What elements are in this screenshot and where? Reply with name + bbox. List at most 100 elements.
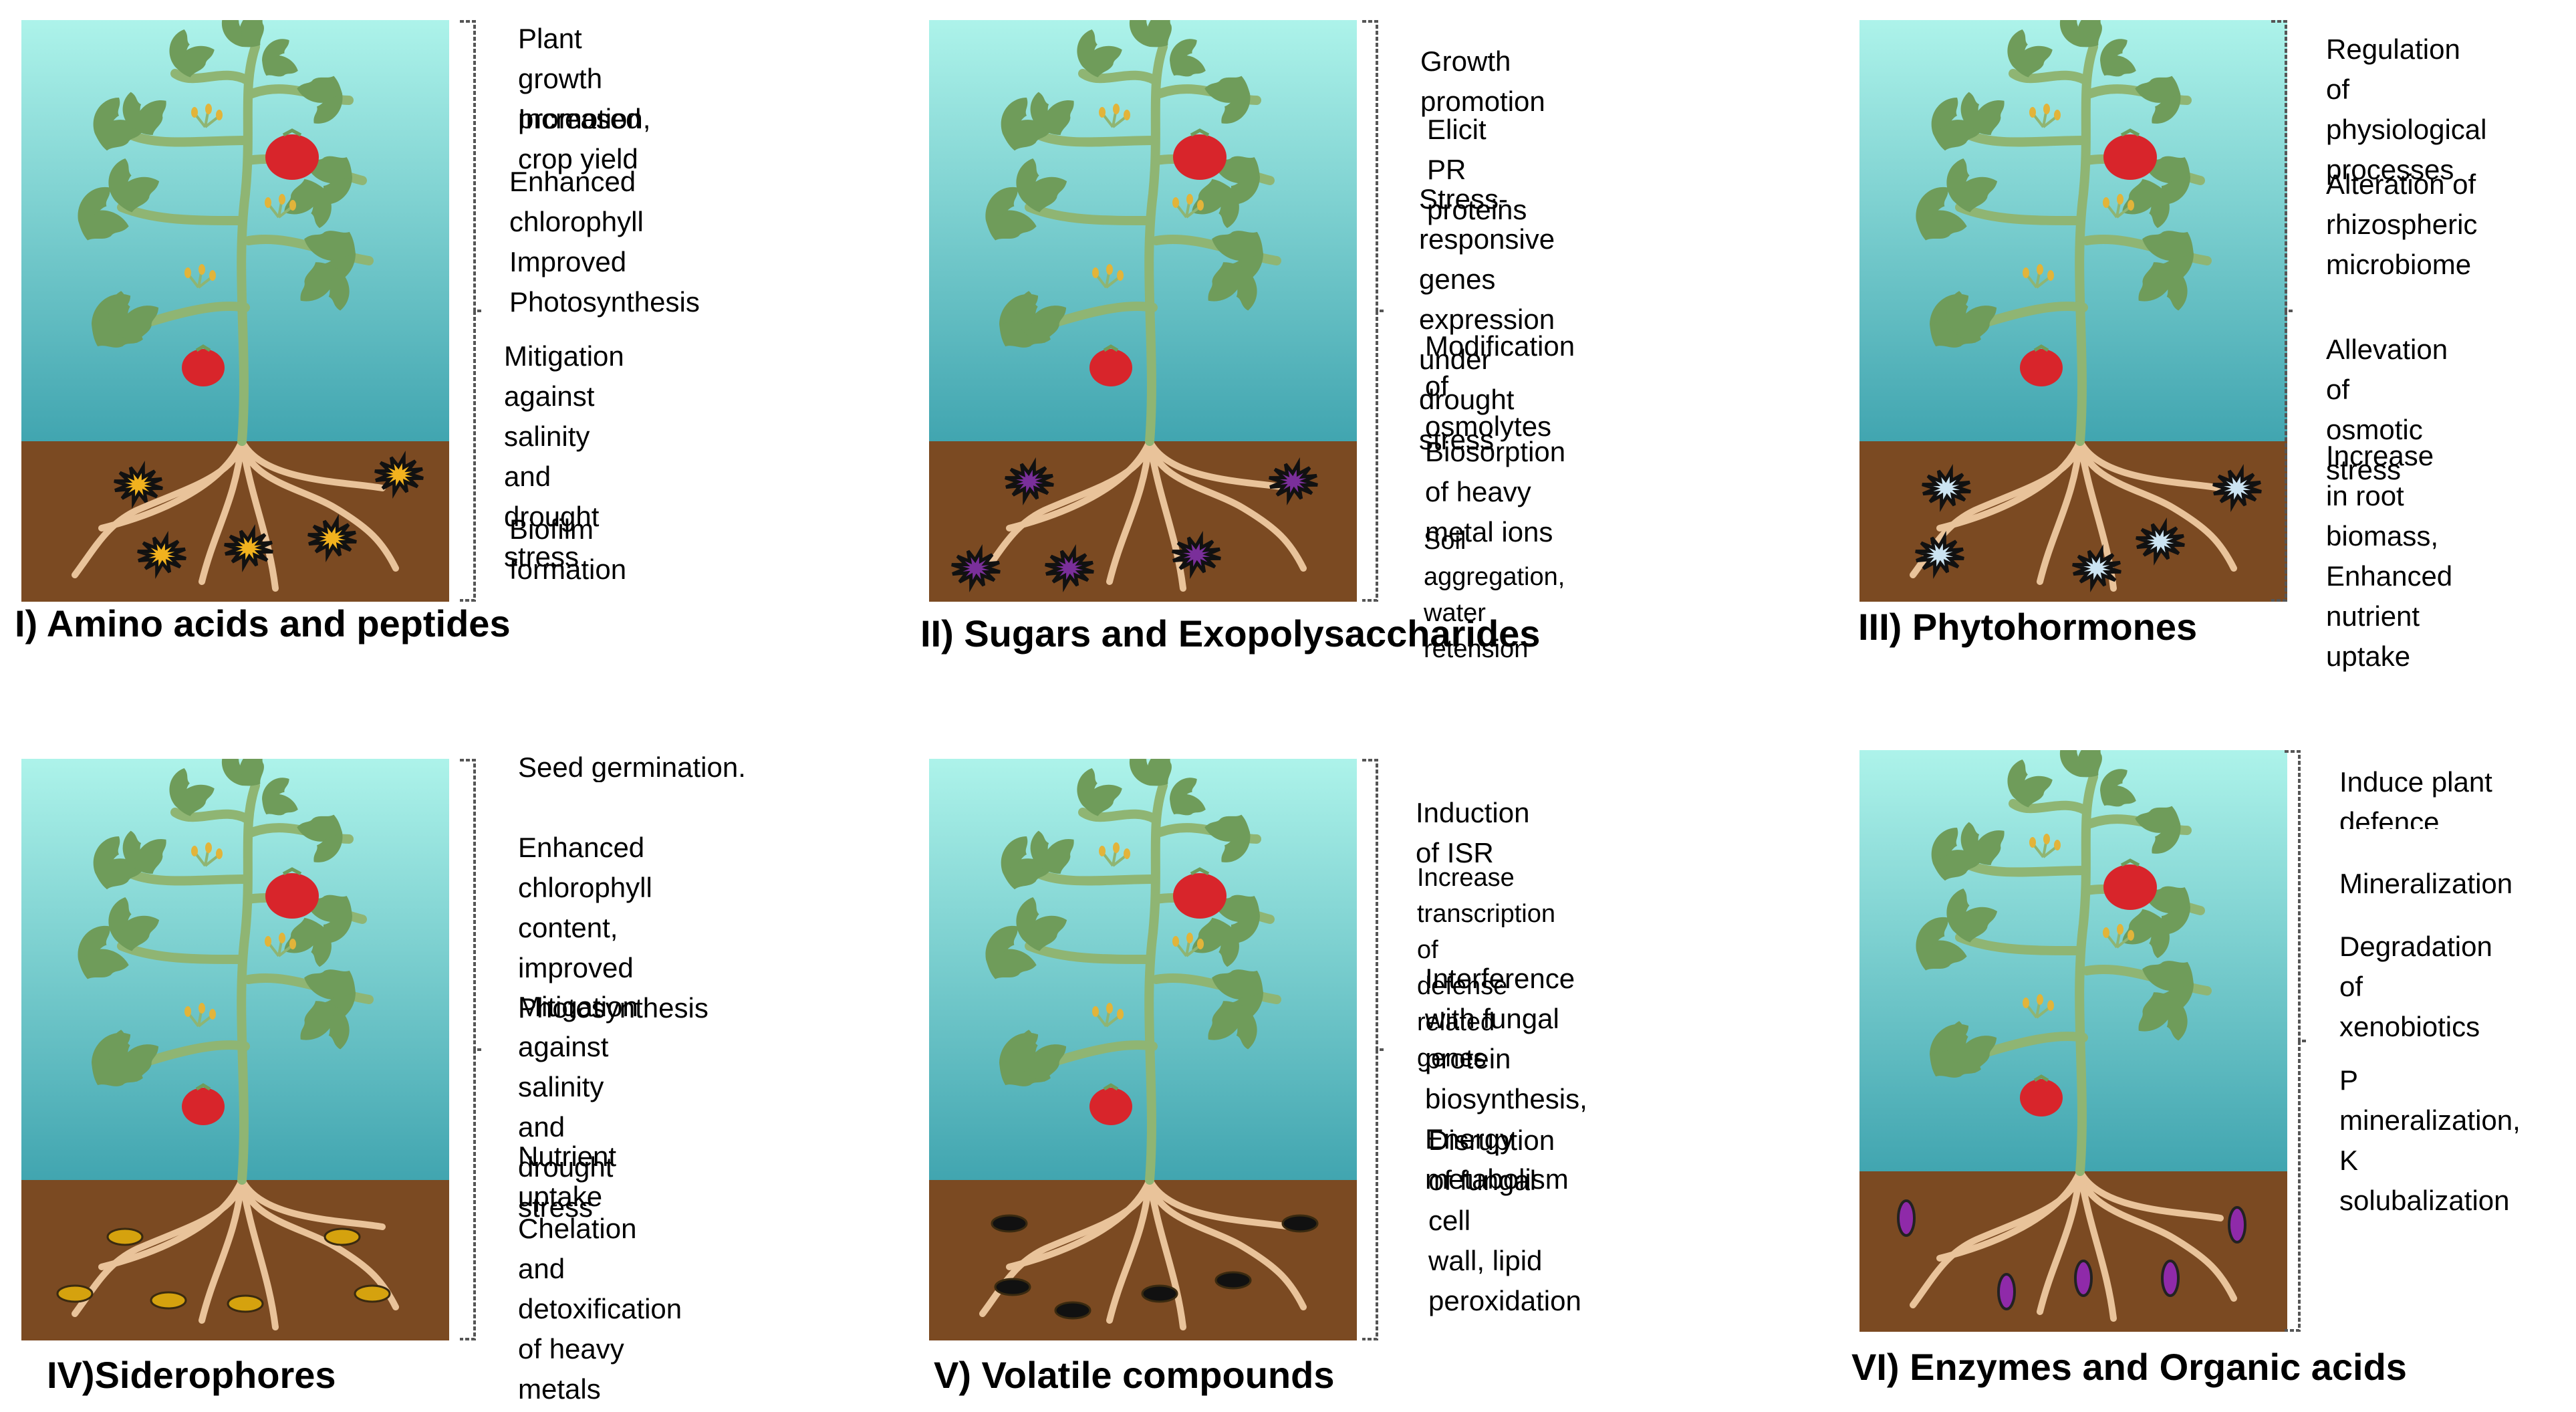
flower-bud [191, 104, 223, 128]
flower-bud [1092, 1003, 1124, 1028]
flower-bud [1092, 264, 1124, 289]
effect-item: Modification of osmolytes [1425, 330, 1575, 442]
leaf [221, 759, 264, 786]
tomato [2103, 134, 2157, 180]
leaf [262, 778, 298, 816]
metabolite-marker [1045, 544, 1094, 592]
effect-item: Induction of ISR [1416, 797, 1530, 868]
flower-bud [2023, 994, 2054, 1019]
plant-illustration [21, 20, 449, 602]
roots [1910, 1168, 2237, 1322]
effect-item: Enhanced chlorophyll Improved Photosynth… [509, 166, 700, 318]
flower-bud [2029, 834, 2061, 858]
effect-item: Allevation of osmotic stress [2326, 334, 2448, 485]
leaf [2135, 76, 2181, 124]
flower-bud [184, 1003, 216, 1028]
flower-bud [265, 194, 296, 219]
leaf [1946, 1021, 1997, 1073]
metabolite-marker [2074, 1260, 2093, 1297]
flower-bud [191, 842, 223, 867]
metabolite-marker [1922, 464, 1971, 512]
leaf [1946, 158, 1998, 213]
metabolite-marker [1005, 457, 1054, 505]
leaf [1204, 814, 1251, 862]
metabolite-marker [106, 1227, 144, 1246]
bracket [2285, 750, 2306, 1332]
effect-item: Induce plant defence [2339, 766, 2492, 829]
metabolite-marker [1269, 457, 1318, 505]
leaf [2059, 750, 2102, 778]
effect-item: Increase transcription of defense relate… [1417, 864, 1555, 1072]
effect-item: Biofilm formation [509, 513, 627, 585]
leaf [1946, 291, 1997, 343]
panel-caption: II) Sugars and Exopolysaccharides [920, 612, 1541, 655]
plant-illustration [21, 759, 449, 1340]
leaf [2100, 769, 2136, 807]
effects-list: Seed germination. [508, 755, 909, 782]
metabolite-marker [1141, 1284, 1178, 1303]
leaf [221, 20, 264, 47]
leaf [1916, 917, 1967, 971]
flower-bud [2023, 264, 2054, 289]
metabolite-marker [991, 1214, 1028, 1233]
leaf [1946, 888, 1998, 943]
metabolite-marker [56, 1284, 94, 1303]
effect-item: Soil aggregation, water retension [1424, 527, 1565, 663]
leaf [122, 830, 166, 874]
effect-item: Disruption of fungal cell wall, lipid pe… [1428, 1125, 1581, 1316]
leaf [300, 262, 350, 311]
metabolite-marker [354, 1284, 391, 1303]
tomato [2020, 349, 2063, 386]
bracket [460, 20, 481, 602]
leaf [1208, 262, 1257, 311]
metabolite-marker [2228, 1206, 2246, 1244]
leaf [1204, 76, 1251, 124]
metabolite-marker [2072, 544, 2121, 592]
flower-bud [2103, 194, 2134, 219]
leaf [93, 98, 143, 151]
metabolite-marker [227, 1294, 264, 1313]
leaf [300, 1001, 350, 1050]
leaf [169, 768, 215, 816]
flower-bud [2103, 924, 2134, 949]
leaf [2138, 992, 2188, 1041]
metabolite-marker [374, 451, 424, 499]
bracket [460, 759, 481, 1340]
tomato [265, 873, 319, 919]
effect-item: Stress-responsive genes expression under… [1419, 183, 1555, 455]
tomato [1089, 349, 1132, 386]
effect-item: Regulation of physiological processes [2326, 33, 2487, 185]
metabolite-marker [1915, 531, 1964, 579]
leaf [2059, 20, 2102, 47]
tomato [2103, 864, 2157, 910]
leaf [1001, 98, 1051, 151]
effect-item: Growth promotion [1420, 45, 1545, 117]
tomato [1173, 134, 1227, 180]
leaf [1931, 98, 1981, 151]
leaf [2100, 39, 2136, 77]
leaf [122, 92, 166, 135]
effect-item: Nutrient uptake [518, 1141, 617, 1212]
leaf [1960, 92, 2005, 135]
leaf [1016, 897, 1067, 951]
panel-caption: III) Phytohormones [1858, 606, 2198, 648]
tomato [182, 1088, 225, 1125]
leaf [1016, 158, 1067, 213]
effect-item: Chelation and detoxification of heavy me… [518, 1213, 682, 1405]
leaf [2007, 759, 2053, 808]
panel-caption: V) Volatile compounds [934, 1354, 1335, 1396]
bracket [1362, 20, 1384, 602]
plant-illustration [929, 759, 1357, 1340]
metabolite-marker [951, 544, 1001, 592]
leaf [1077, 29, 1122, 78]
leaf [2138, 262, 2188, 311]
leaf [297, 76, 343, 124]
flower-bud [1172, 933, 1204, 957]
leaf [1030, 92, 1074, 135]
tomato [1173, 873, 1227, 919]
leaf [1170, 778, 1206, 816]
metabolite-marker [994, 1278, 1031, 1296]
panel-caption: IV)Siderophores [47, 1354, 336, 1396]
roots [72, 438, 399, 592]
leaf [108, 1030, 159, 1082]
